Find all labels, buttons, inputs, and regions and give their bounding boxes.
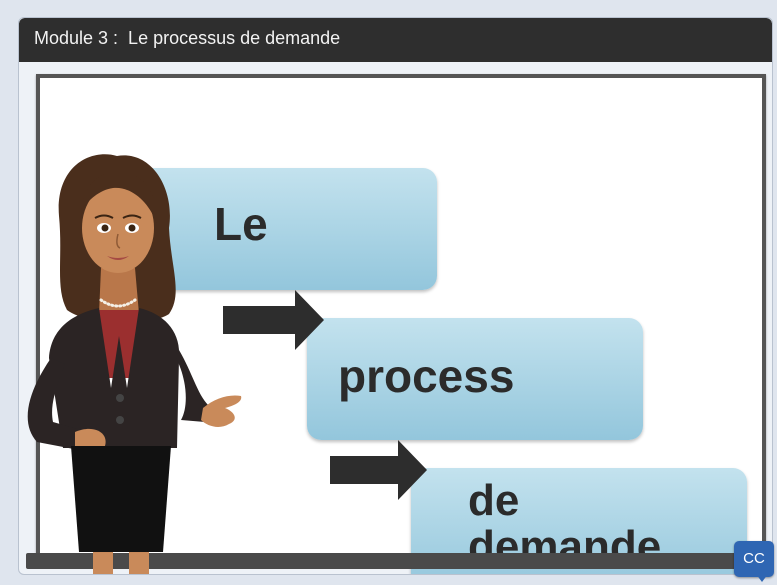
elbow-arrow-icon [223,238,324,350]
closed-captions-button[interactable]: CC [734,541,774,577]
board-tray [26,553,771,569]
step-label-1: Le [214,198,268,250]
presenter-avatar [27,154,242,574]
slide-frame: Module 3 : Le processus de demande Le pr… [18,17,773,575]
module-title: Module 3 : Le processus de demande [34,28,341,48]
cc-bubble-tail [756,574,768,582]
title-bar: Module 3 : Le processus de demande [19,18,772,62]
step-label-2: process [338,350,515,402]
elbow-arrow-icon [330,386,427,500]
connector-arrows [223,238,427,500]
closed-captions-icon: CC [743,550,765,567]
step-box-2: process [307,318,643,440]
